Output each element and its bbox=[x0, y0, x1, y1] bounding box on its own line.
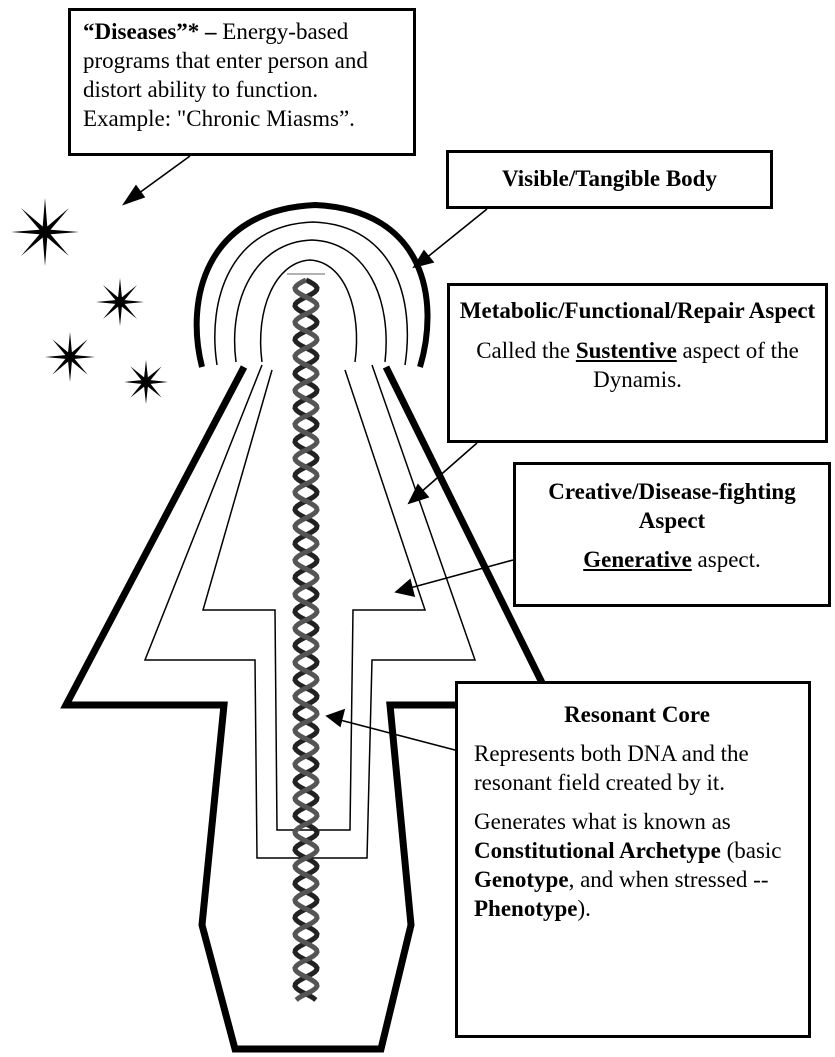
creative-callout: Creative/Disease-fighting Aspect Generat… bbox=[513, 462, 831, 607]
resonant-core-callout: Resonant Core Represents both DNA and th… bbox=[455, 681, 811, 1038]
dna-helix-icon bbox=[287, 274, 325, 1000]
creative-desc: Generative aspect. bbox=[524, 545, 820, 574]
core-p2-term1: Constitutional Archetype bbox=[474, 838, 721, 863]
metabolic-desc-term: Sustentive bbox=[576, 338, 677, 363]
core-p2-term3: Phenotype bbox=[474, 896, 578, 921]
core-p2-before: Generates what is known as bbox=[474, 809, 731, 834]
creative-desc-after: aspect. bbox=[692, 547, 761, 572]
metabolic-title: Metabolic/Functional/Repair Aspect bbox=[458, 296, 817, 326]
starburst-icon bbox=[11, 198, 79, 266]
visible-body-arrow bbox=[425, 209, 487, 259]
diseases-arrow bbox=[135, 156, 190, 196]
metabolic-desc: Called the Sustentive aspect of the Dyna… bbox=[458, 336, 817, 394]
core-paragraph-1: Represents both DNA and the resonant fie… bbox=[474, 739, 800, 797]
core-p2-mid2: , and when stressed -- bbox=[569, 867, 769, 892]
starburst-icon bbox=[11, 198, 168, 404]
core-p2-mid1: (basic bbox=[721, 838, 782, 863]
creative-title: Creative/Disease-fighting Aspect bbox=[524, 477, 820, 535]
core-p2-term2: Genotype bbox=[474, 867, 569, 892]
creative-arrowhead bbox=[396, 580, 414, 596]
starburst-icon bbox=[96, 278, 144, 326]
core-arrowhead bbox=[327, 710, 344, 726]
metabolic-callout: Metabolic/Functional/Repair Aspect Calle… bbox=[447, 283, 828, 443]
visible-body-callout: Visible/Tangible Body bbox=[446, 150, 773, 209]
visible-body-title: Visible/Tangible Body bbox=[502, 166, 717, 191]
core-title: Resonant Core bbox=[474, 700, 800, 729]
starburst-icon bbox=[45, 332, 95, 382]
core-p2-after: ). bbox=[578, 896, 591, 921]
diseases-title: “Diseases”* – bbox=[83, 19, 217, 44]
metabolic-layer-outline bbox=[145, 365, 475, 858]
diseases-arrowhead bbox=[124, 186, 144, 204]
metabolic-desc-before: Called the bbox=[476, 338, 576, 363]
core-paragraph-2: Generates what is known as Constitutiona… bbox=[474, 807, 800, 923]
diseases-callout: “Diseases”* – Energy-based programs that… bbox=[68, 8, 416, 156]
creative-arrow bbox=[410, 560, 513, 588]
creative-desc-term: Generative bbox=[583, 547, 692, 572]
starburst-icon bbox=[124, 360, 168, 404]
